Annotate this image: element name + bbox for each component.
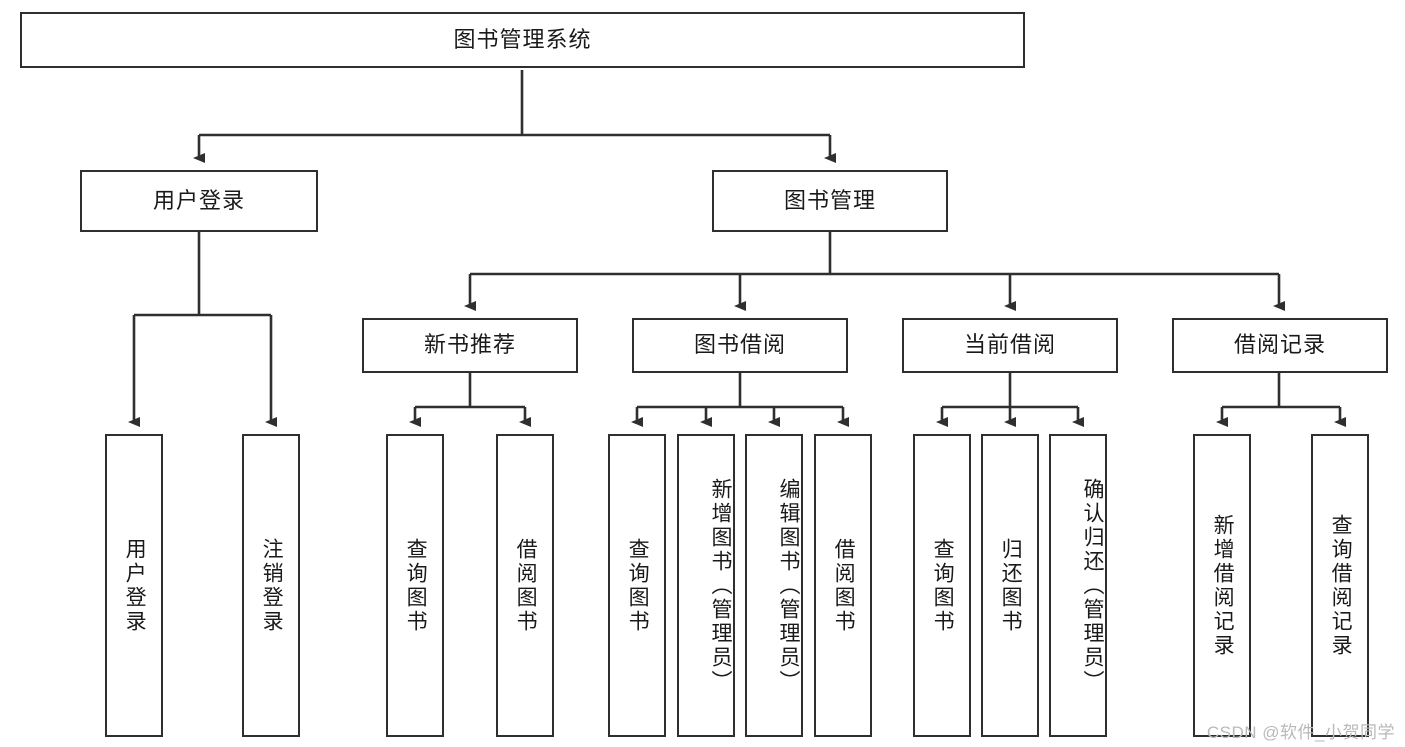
leaf-borrow-query-label: 查询图书 bbox=[626, 537, 650, 634]
node-user-login-label: 用户登录 bbox=[152, 187, 245, 213]
leaf-user-login[interactable]: 用户登录 bbox=[105, 434, 163, 737]
node-borrow-record-label: 借阅记录 bbox=[1233, 332, 1326, 358]
node-book-borrow[interactable]: 图书借阅 bbox=[632, 318, 848, 373]
leaf-newbook-query[interactable]: 查询图书 bbox=[386, 434, 444, 737]
node-borrow-record[interactable]: 借阅记录 bbox=[1172, 318, 1388, 373]
leaf-current-confirm-label: 确认归还（管理员） bbox=[1081, 477, 1104, 694]
leaf-newbook-borrow[interactable]: 借阅图书 bbox=[496, 434, 554, 737]
leaf-user-logout[interactable]: 注销登录 bbox=[242, 434, 300, 737]
node-current-borrow-label: 当前借阅 bbox=[963, 332, 1056, 358]
leaf-user-logout-label: 注销登录 bbox=[260, 537, 284, 634]
leaf-borrow-query[interactable]: 查询图书 bbox=[608, 434, 666, 737]
leaf-borrow-lend-label: 借阅图书 bbox=[832, 537, 856, 634]
leaf-record-query-label: 查询借阅记录 bbox=[1329, 513, 1353, 658]
leaf-borrow-add[interactable]: 新增图书（管理员） bbox=[677, 434, 735, 737]
node-book-borrow-label: 图书借阅 bbox=[693, 332, 786, 358]
leaf-borrow-add-label: 新增图书（管理员） bbox=[709, 477, 732, 694]
leaf-newbook-borrow-label: 借阅图书 bbox=[514, 537, 538, 634]
node-book-management-label: 图书管理 bbox=[783, 187, 876, 213]
leaf-user-login-label: 用户登录 bbox=[123, 537, 147, 634]
leaf-newbook-query-label: 查询图书 bbox=[404, 537, 428, 634]
leaf-borrow-edit[interactable]: 编辑图书（管理员） bbox=[745, 434, 803, 737]
leaf-record-add[interactable]: 新增借阅记录 bbox=[1193, 434, 1251, 737]
node-root-label: 图书管理系统 bbox=[453, 26, 592, 52]
leaf-current-query[interactable]: 查询图书 bbox=[913, 434, 971, 737]
leaf-current-return-label: 归还图书 bbox=[999, 537, 1023, 634]
node-root[interactable]: 图书管理系统 bbox=[20, 12, 1025, 68]
leaf-borrow-lend[interactable]: 借阅图书 bbox=[814, 434, 872, 737]
csdn-watermark: CSDN @软件_小贺同学 bbox=[1206, 723, 1395, 742]
node-book-management[interactable]: 图书管理 bbox=[712, 170, 948, 232]
leaf-current-query-label: 查询图书 bbox=[931, 537, 955, 634]
leaf-borrow-edit-label: 编辑图书（管理员） bbox=[777, 477, 800, 694]
node-current-borrow[interactable]: 当前借阅 bbox=[902, 318, 1118, 373]
node-new-book-recommend-label: 新书推荐 bbox=[423, 332, 516, 358]
node-new-book-recommend[interactable]: 新书推荐 bbox=[362, 318, 578, 373]
leaf-record-add-label: 新增借阅记录 bbox=[1211, 513, 1235, 658]
node-user-login[interactable]: 用户登录 bbox=[80, 170, 318, 232]
leaf-record-query[interactable]: 查询借阅记录 bbox=[1311, 434, 1369, 737]
leaf-current-confirm[interactable]: 确认归还（管理员） bbox=[1049, 434, 1107, 737]
leaf-current-return[interactable]: 归还图书 bbox=[981, 434, 1039, 737]
